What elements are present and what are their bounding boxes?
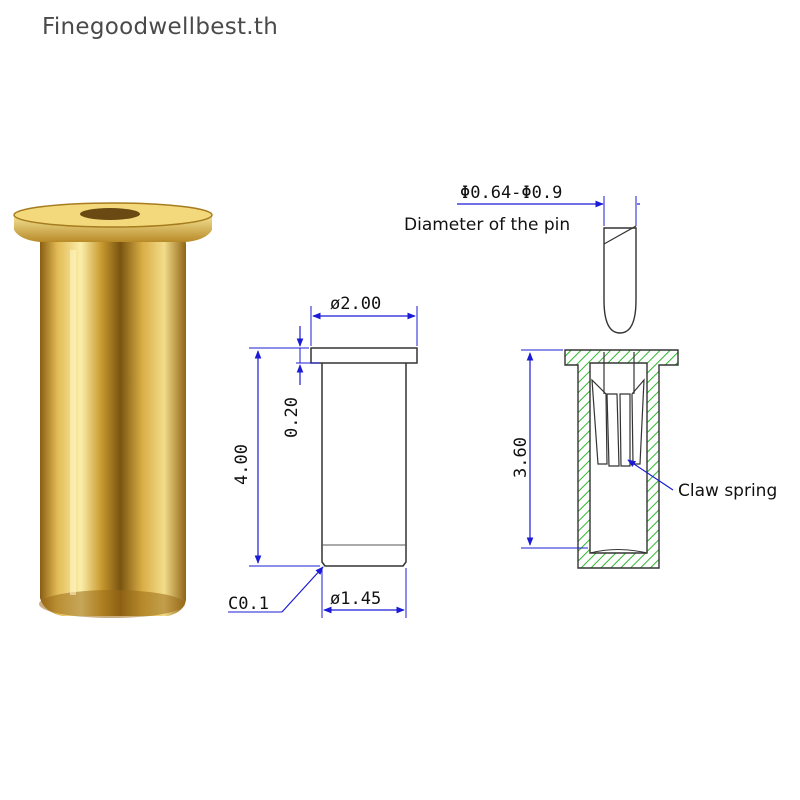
sleeve-dimension-drawing: ø2.00 4.00 0.20 ø1.45 C0.1 <box>228 294 418 618</box>
watermark-text: Finegoodwellbest.th <box>42 14 279 40</box>
pin-diameter-range-label: Φ0.64-Φ0.9 <box>460 183 562 203</box>
total-length-label: 4.00 <box>232 444 252 485</box>
pin-outline <box>603 227 637 334</box>
body-diameter-label: ø1.45 <box>330 589 381 609</box>
claw-spring-shape <box>591 352 645 467</box>
claw-spring-label: Claw spring <box>678 481 777 501</box>
flange-outline <box>310 347 418 364</box>
chamfer-label: C0.1 <box>228 594 269 614</box>
top-diameter-label: ø2.00 <box>330 294 381 314</box>
claw-socket-section-drawing: Φ0.64-Φ0.9 Diameter of the pin 3.60 Claw… <box>404 183 777 569</box>
pin-label: Diameter of the pin <box>404 215 570 235</box>
flange-thickness-label: 0.20 <box>282 397 302 438</box>
body-outline <box>321 363 407 567</box>
depth-label: 3.60 <box>511 437 531 478</box>
brass-sleeve-photo <box>13 202 213 618</box>
